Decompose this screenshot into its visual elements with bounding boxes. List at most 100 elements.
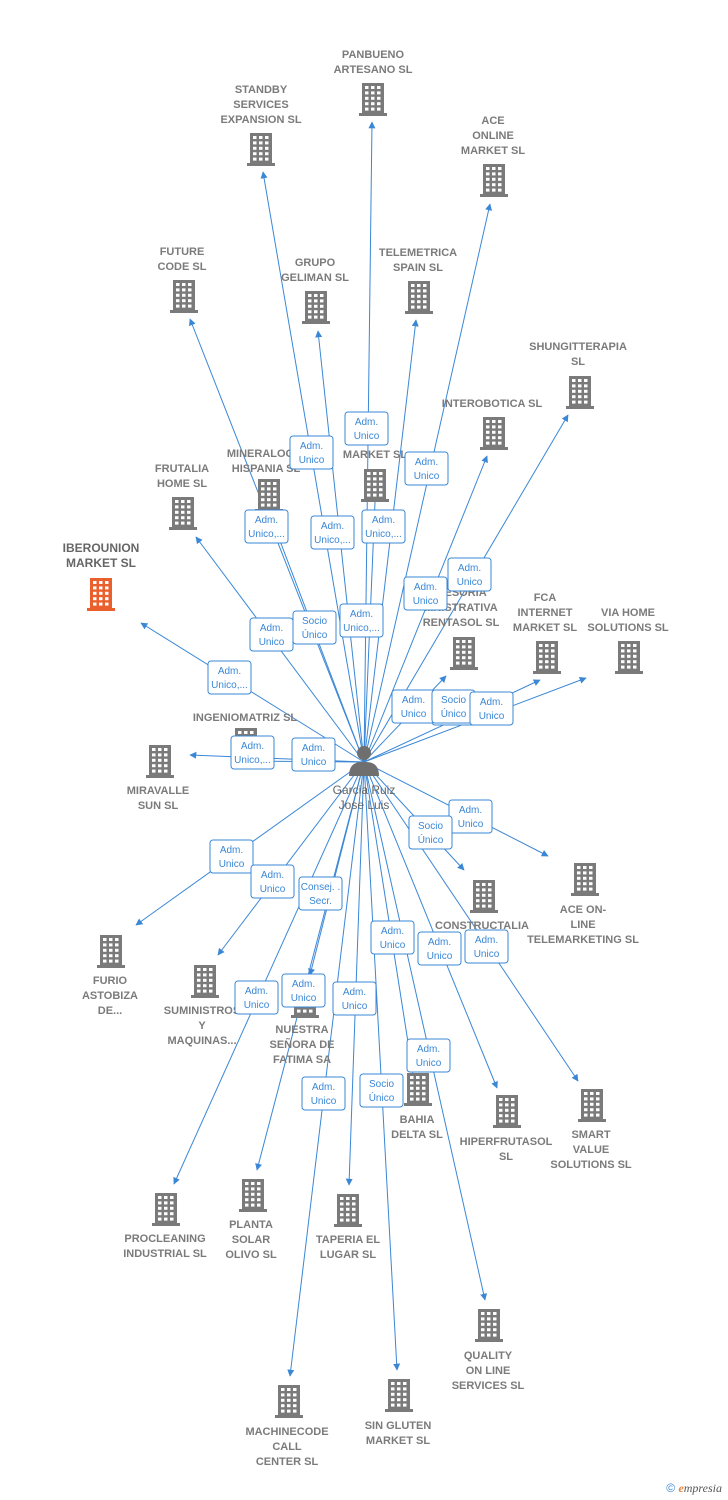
- building-icon[interactable]: [247, 133, 275, 166]
- building-icon[interactable]: [97, 935, 125, 968]
- company-label[interactable]: GRUPO: [295, 257, 336, 269]
- company-label[interactable]: DE...: [98, 1005, 122, 1017]
- company-node-bahia-delta[interactable]: BAHIA DELTA SL: [391, 1073, 443, 1141]
- building-icon[interactable]: [146, 745, 174, 778]
- company-label[interactable]: BAHIA: [400, 1114, 435, 1126]
- relation-badge[interactable]: Adm.Unico: [391, 689, 436, 724]
- company-label[interactable]: Y: [198, 1020, 206, 1032]
- company-label[interactable]: SOLAR: [232, 1234, 271, 1246]
- relation-badge[interactable]: Adm.Unico,...: [230, 735, 275, 770]
- building-icon[interactable]: [361, 469, 389, 502]
- company-label[interactable]: SL: [571, 356, 585, 368]
- company-label[interactable]: TELEMARKETING SL: [527, 934, 639, 946]
- company-label[interactable]: PROCLEANING: [124, 1233, 205, 1245]
- relation-badge[interactable]: Adm.Unico: [447, 557, 492, 592]
- company-label[interactable]: MAQUINAS...: [167, 1035, 236, 1047]
- relation-badge[interactable]: Adm.Unico,...: [310, 515, 355, 550]
- building-icon[interactable]: [493, 1095, 521, 1128]
- company-node-fca[interactable]: FCA INTERNET MARKET SL: [513, 592, 577, 674]
- company-label[interactable]: MARKET SL: [513, 622, 577, 634]
- company-label[interactable]: FURIO: [93, 975, 128, 987]
- building-icon[interactable]: [334, 1194, 362, 1227]
- company-label[interactable]: SOLUTIONS SL: [550, 1159, 632, 1171]
- company-label[interactable]: MACHINECODE: [245, 1426, 328, 1438]
- building-icon[interactable]: [385, 1379, 413, 1412]
- company-label[interactable]: STANDBY: [235, 84, 288, 96]
- building-icon[interactable]: [239, 1179, 267, 1212]
- relation-badge[interactable]: Adm.Unico: [403, 576, 448, 611]
- company-label[interactable]: SIN GLUTEN: [365, 1420, 432, 1432]
- company-label[interactable]: INDUSTRIAL SL: [123, 1248, 207, 1260]
- company-label[interactable]: MARKET SL: [66, 556, 136, 570]
- company-label[interactable]: PANBUENO: [342, 49, 405, 61]
- company-label[interactable]: CENTER SL: [256, 1456, 319, 1468]
- building-icon[interactable]: [255, 479, 283, 512]
- company-label[interactable]: INTERNET: [518, 607, 573, 619]
- building-icon[interactable]: [578, 1089, 606, 1122]
- company-label[interactable]: MIRAVALLE: [127, 785, 190, 797]
- company-node-suministros[interactable]: SUMINISTROSYMAQUINAS...: [164, 965, 240, 1047]
- building-icon[interactable]: [170, 280, 198, 313]
- relation-badge[interactable]: Adm.Unico,...: [207, 660, 252, 695]
- relation-badge[interactable]: Adm.Unico: [301, 1076, 346, 1111]
- company-label[interactable]: HIPERFRUTASOL: [460, 1136, 553, 1148]
- relation-badge[interactable]: Consej. .Secr.: [298, 876, 343, 911]
- company-label[interactable]: ACE ON-: [560, 904, 607, 916]
- relation-badge[interactable]: Adm.Unico: [406, 1038, 451, 1073]
- building-icon[interactable]: [533, 641, 561, 674]
- relation-badge[interactable]: Adm.Unico,...: [339, 603, 384, 638]
- company-label[interactable]: OLIVO SL: [225, 1249, 277, 1261]
- company-label[interactable]: RENTASOL SL: [423, 617, 500, 629]
- building-icon[interactable]: [480, 164, 508, 197]
- relation-badge[interactable]: Adm.Unico: [234, 980, 279, 1015]
- company-label[interactable]: IBEROUNION: [63, 541, 140, 555]
- building-icon[interactable]: [302, 291, 330, 324]
- relation-badge[interactable]: Adm.Unico: [209, 839, 254, 874]
- relation-badge[interactable]: Adm.Unico,...: [244, 509, 289, 544]
- company-label[interactable]: PLANTA: [229, 1219, 273, 1231]
- company-label[interactable]: HISPANIA SL: [232, 463, 301, 475]
- company-label[interactable]: SEÑORA DE: [270, 1038, 335, 1051]
- relation-badge[interactable]: Adm.Unico: [291, 737, 336, 772]
- building-icon[interactable]: [470, 880, 498, 913]
- company-label[interactable]: GELIMAN SL: [281, 272, 349, 284]
- company-label[interactable]: SUN SL: [138, 800, 179, 812]
- company-label[interactable]: INGENIOMATRIZ SL: [193, 712, 298, 724]
- company-label[interactable]: FRUTALIA: [155, 463, 209, 475]
- relation-badge[interactable]: Adm.Unico: [332, 981, 377, 1016]
- company-label[interactable]: SERVICES SL: [452, 1380, 525, 1392]
- company-label[interactable]: INTEROBOTICA SL: [442, 398, 543, 410]
- company-label[interactable]: LUGAR SL: [320, 1249, 377, 1261]
- building-icon[interactable]: [475, 1309, 503, 1342]
- company-node-grupo-geliman[interactable]: GRUPO GELIMAN SL: [281, 257, 349, 324]
- company-node-interobotica[interactable]: INTEROBOTICA SL: [442, 398, 543, 450]
- building-icon[interactable]: [404, 1073, 432, 1106]
- company-label[interactable]: SOLUTIONS SL: [587, 622, 669, 634]
- empresia-logo[interactable]: empresia: [678, 1481, 722, 1495]
- company-label[interactable]: SL: [499, 1151, 513, 1163]
- company-node-miravalle[interactable]: MIRAVALLE SUN SL: [127, 745, 190, 812]
- building-icon[interactable]: [152, 1193, 180, 1226]
- building-icon[interactable]: [359, 83, 387, 116]
- company-label[interactable]: QUALITY: [464, 1350, 513, 1362]
- company-label[interactable]: DELTA SL: [391, 1129, 443, 1141]
- company-label[interactable]: HOME SL: [157, 478, 207, 490]
- company-label[interactable]: FCA: [534, 592, 557, 604]
- relation-badge[interactable]: Adm.Unico,...: [361, 509, 406, 544]
- building-icon[interactable]: [191, 965, 219, 998]
- company-label[interactable]: CALL: [272, 1441, 302, 1453]
- company-label[interactable]: ASTOBIZA: [82, 990, 138, 1002]
- company-label[interactable]: CONSTRUCTALIA: [435, 920, 529, 932]
- company-label[interactable]: NUESTRA: [275, 1024, 328, 1036]
